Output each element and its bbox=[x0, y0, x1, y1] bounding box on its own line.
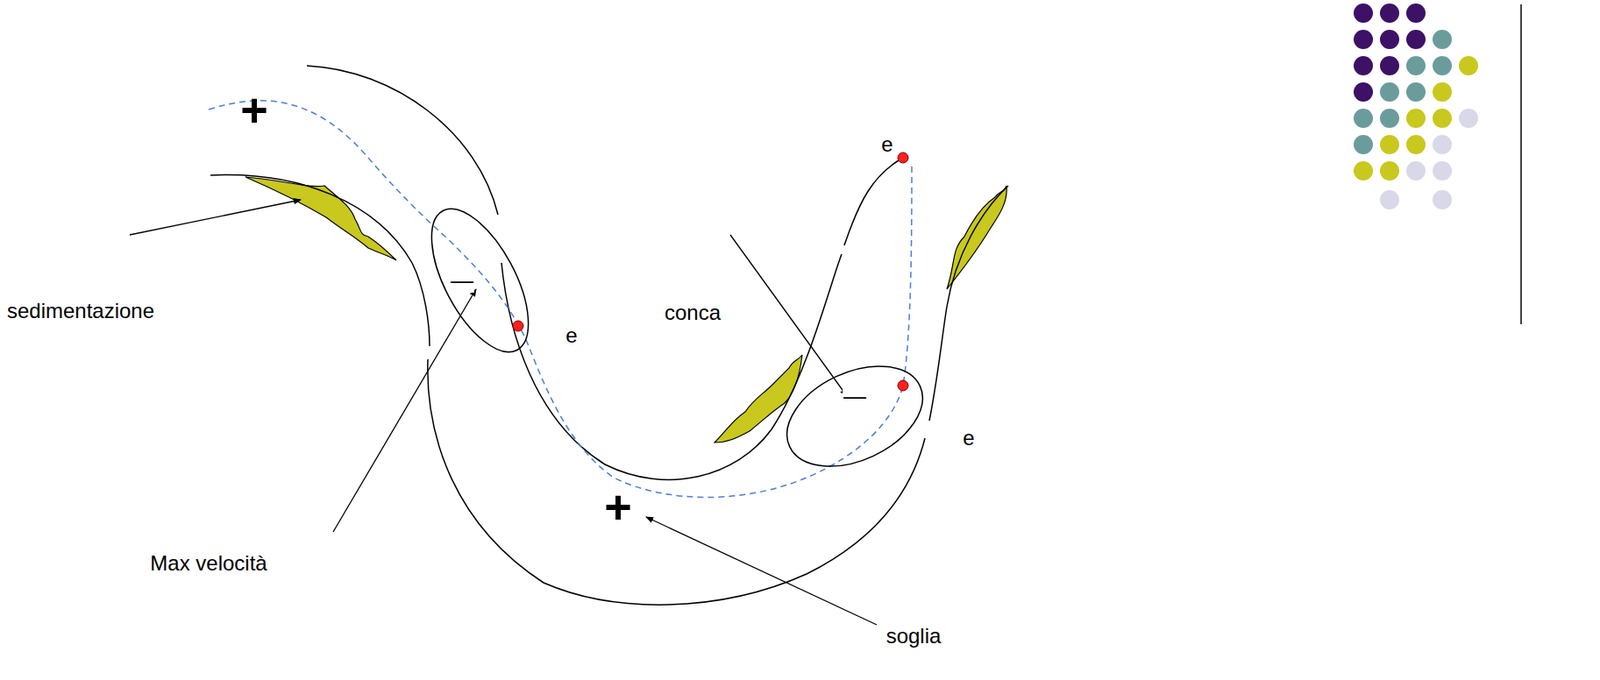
annotation-label: e bbox=[962, 426, 975, 451]
ellipse-shape bbox=[412, 194, 548, 367]
annotation-label: + bbox=[240, 84, 269, 136]
corner-dots bbox=[1353, 3, 1522, 325]
leader-lines bbox=[129, 199, 877, 626]
annotation-label: sedimentazione bbox=[7, 298, 155, 324]
scour-zone-ellipse: — bbox=[771, 359, 939, 474]
node-text: — bbox=[449, 268, 475, 293]
annotation-label: e bbox=[565, 323, 577, 349]
annotation-label: Max velocità bbox=[149, 551, 267, 576]
river-banks bbox=[210, 65, 1009, 605]
node-text: — bbox=[842, 384, 868, 409]
annotation-label: e bbox=[881, 132, 893, 157]
thalweg-line bbox=[208, 100, 912, 498]
annotation-label: + bbox=[604, 481, 633, 533]
annotation-label: conca bbox=[664, 300, 721, 326]
erosion-points bbox=[512, 152, 909, 392]
ellipse-outline bbox=[771, 359, 939, 474]
sediment-deposits bbox=[245, 177, 1007, 443]
annotation-label: soglia bbox=[886, 624, 942, 649]
scour-zone-ellipse: — bbox=[429, 197, 531, 364]
ellipse-shape bbox=[771, 346, 939, 487]
ellipse-outline bbox=[429, 197, 531, 364]
